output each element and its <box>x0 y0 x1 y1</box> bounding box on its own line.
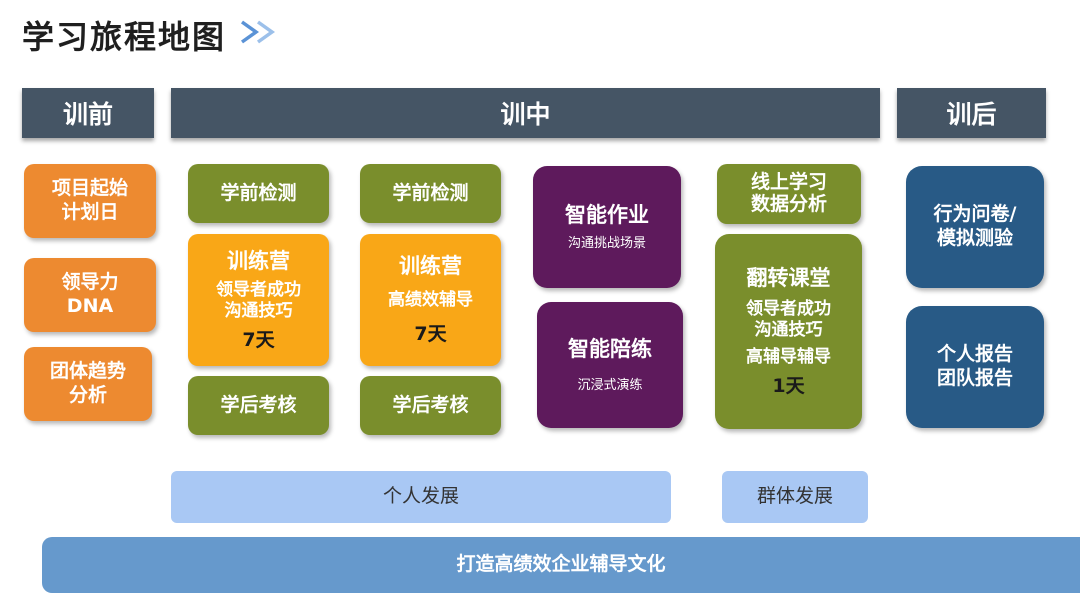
col1-pre-test: 学前检测 <box>188 164 329 223</box>
col4-online-data-analysis: 线上学习 数据分析 <box>717 164 861 224</box>
col1-training-camp: 训练营 领导者成功 沟通技巧 7天 <box>188 234 329 366</box>
col1-post-exam-label: 学后考核 <box>220 393 297 416</box>
bar-group-label: 群体发展 <box>756 485 833 508</box>
bar-coaching-culture: 打造高绩效企业辅导文化 <box>42 537 1080 593</box>
bar-culture-label: 打造高绩效企业辅导文化 <box>456 553 666 576</box>
phase-header-pre-label: 训前 <box>62 100 113 129</box>
col2-camp-line: 高绩效辅导 <box>388 289 473 310</box>
pre-item-group-trend: 团体趋势 分析 <box>24 347 152 421</box>
col2-camp-title: 训练营 <box>399 254 462 279</box>
post-item-line: 个人报告 <box>936 343 1013 366</box>
col4-flip-line: 领导者成功 <box>746 298 831 319</box>
pre-item-project-start: 项目起始 计划日 <box>24 164 156 238</box>
col3-box2-sub: 沉浸式演练 <box>577 378 643 393</box>
pre-item-line: 项目起始 <box>51 177 128 200</box>
post-item-reports: 个人报告 团队报告 <box>906 306 1044 428</box>
double-chevron-right-icon <box>240 20 276 44</box>
col4-top-line: 数据分析 <box>750 193 827 215</box>
col1-camp-days: 7天 <box>242 328 275 351</box>
col1-camp-line: 沟通技巧 <box>224 301 293 322</box>
phase-header-mid: 训中 <box>171 88 880 138</box>
col4-flip-line: 沟通技巧 <box>754 320 823 341</box>
pre-item-line: 分析 <box>68 384 107 406</box>
page-title: 学习旅程地图 <box>22 12 276 58</box>
col1-pre-test-label: 学前检测 <box>220 181 297 204</box>
col3-smart-practice: 智能陪练 沉浸式演练 <box>537 302 683 428</box>
phase-header-post: 训后 <box>897 88 1046 138</box>
col1-camp-line: 领导者成功 <box>216 280 301 300</box>
post-item-line: 团队报告 <box>936 367 1013 389</box>
col2-training-camp: 训练营 高绩效辅导 7天 <box>360 234 501 366</box>
phase-header-pre: 训前 <box>22 88 154 138</box>
pre-item-line: 领导力 <box>61 271 119 294</box>
bar-personal-label: 个人发展 <box>382 485 459 508</box>
col2-camp-days: 7天 <box>414 322 447 345</box>
col1-post-exam: 学后考核 <box>188 376 329 435</box>
col4-flip-line: 高辅导辅导 <box>746 347 831 368</box>
bar-personal-development: 个人发展 <box>171 471 671 523</box>
post-item-behavior-survey: 行为问卷/ 模拟测验 <box>906 166 1044 288</box>
pre-item-leadership-dna: 领导力 DNA <box>24 258 156 332</box>
col2-pre-test: 学前检测 <box>360 164 501 223</box>
pre-item-line: 计划日 <box>61 201 119 223</box>
phase-header-post-label: 训后 <box>946 100 997 129</box>
col1-camp-title: 训练营 <box>227 248 290 273</box>
col4-flipped-classroom: 翻转课堂 领导者成功 沟通技巧 高辅导辅导 1天 <box>715 234 862 429</box>
col3-box1-title: 智能作业 <box>565 202 649 227</box>
col3-box2-title: 智能陪练 <box>568 336 652 361</box>
col2-post-exam: 学后考核 <box>360 376 501 435</box>
col2-post-exam-label: 学后考核 <box>392 393 469 416</box>
post-item-line: 模拟测验 <box>936 227 1013 249</box>
col4-flip-title: 翻转课堂 <box>746 265 831 290</box>
col3-smart-homework: 智能作业 沟通挑战场景 <box>533 166 681 288</box>
pre-item-line: 团体趋势 <box>49 360 126 383</box>
bar-group-development: 群体发展 <box>722 471 868 523</box>
post-item-line: 行为问卷/ <box>933 203 1017 226</box>
phase-header-mid-label: 训中 <box>500 100 551 129</box>
col4-flip-days: 1天 <box>772 374 805 397</box>
page-title-text: 学习旅程地图 <box>22 18 227 56</box>
col3-box1-sub: 沟通挑战场景 <box>567 236 646 251</box>
pre-item-line: DNA <box>66 295 114 317</box>
col2-pre-test-label: 学前检测 <box>392 181 469 204</box>
col4-top-line: 线上学习 <box>750 171 827 194</box>
